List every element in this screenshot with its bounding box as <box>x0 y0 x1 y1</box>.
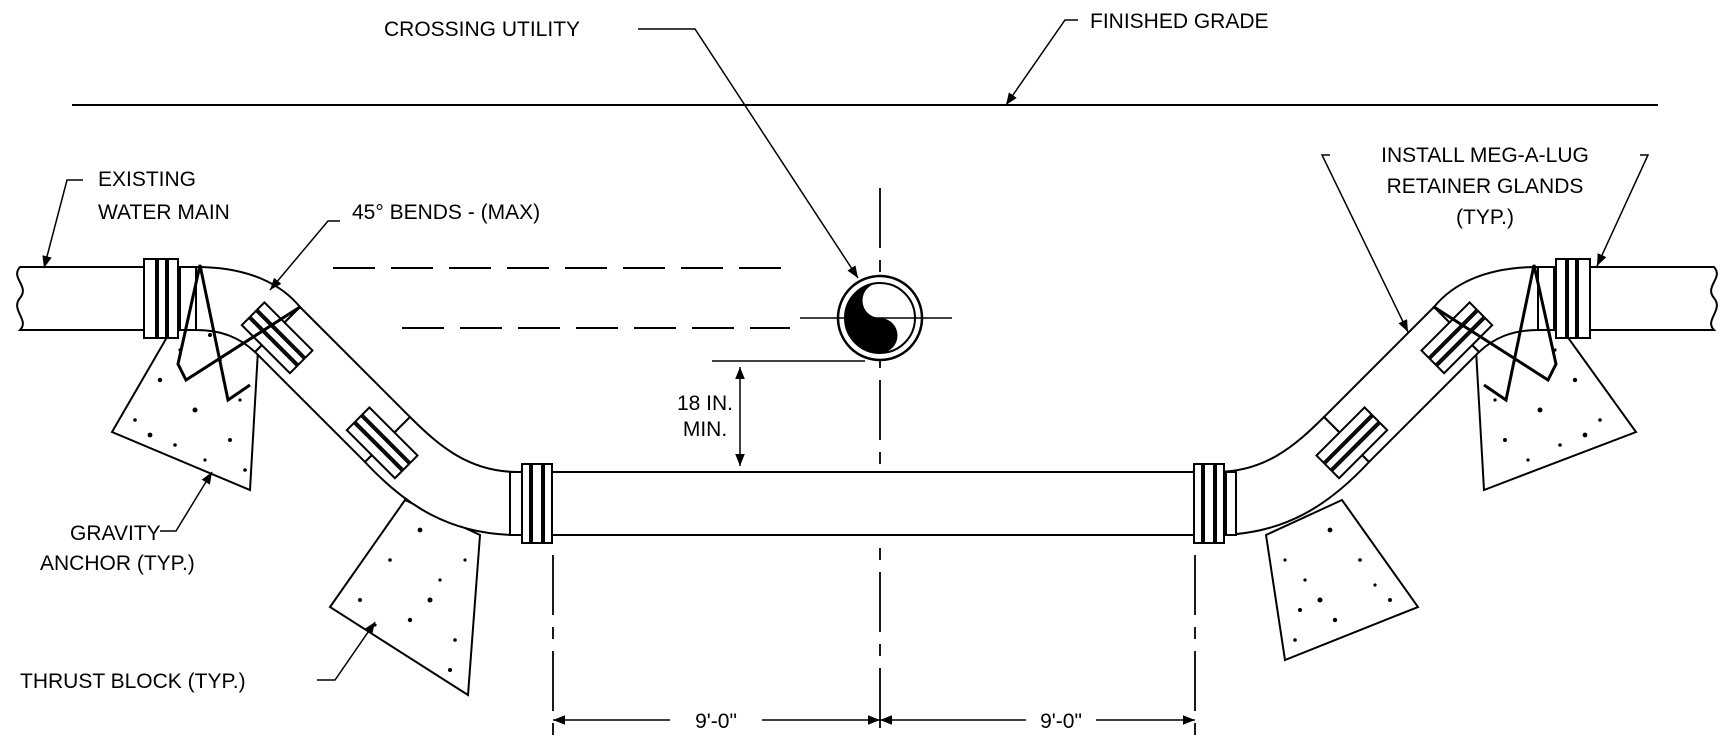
gravity-anchor-right <box>1472 313 1638 492</box>
dim-label-right: 9'-0" <box>1040 710 1082 733</box>
joint-right-main <box>1537 258 1591 339</box>
joint-left-horizontal <box>509 463 553 544</box>
joint-right-bend-bottom <box>1315 406 1389 480</box>
meg-a-lug-label-1: INSTALL MEG-A-LUG <box>1381 144 1589 167</box>
bends-label: 45° BENDS - (MAX) <box>352 201 540 224</box>
crossing-utility-label: CROSSING UTILITY <box>384 18 580 41</box>
joint-right-horizontal <box>1193 463 1237 544</box>
gravity-anchor-left <box>110 313 262 492</box>
crossing-utility-leader <box>638 28 859 279</box>
existing-water-main-left <box>16 266 153 331</box>
meg-a-lug-label-3: (TYP.) <box>1456 206 1514 229</box>
existing-water-main-leader <box>42 179 83 269</box>
existing-water-main-label-2: WATER MAIN <box>98 201 230 224</box>
gravity-anchor-leader <box>160 471 213 532</box>
meg-a-lug-leader-right <box>1596 154 1650 267</box>
thrust-block-left <box>328 498 482 697</box>
finished-grade-label: FINISHED GRADE <box>1090 10 1269 33</box>
joint-left-bend-bottom <box>345 406 419 480</box>
existing-water-main-label-1: EXISTING <box>98 168 196 191</box>
joint-right-bend-top <box>1420 301 1494 375</box>
horizontal-pipe <box>539 471 1196 536</box>
joint-left-main <box>143 258 197 339</box>
thrust-block-label: THRUST BLOCK (TYP.) <box>20 670 246 693</box>
dim-label-left: 9'-0" <box>695 710 737 733</box>
joint-left-bend-top <box>240 301 314 375</box>
meg-a-lug-label-2: RETAINER GLANDS <box>1387 175 1584 198</box>
gravity-anchor-label-1: GRAVITY <box>70 522 161 545</box>
thrust-block-leader <box>317 621 376 681</box>
restraint-left <box>176 264 301 403</box>
clearance-label-line-1: 18 IN. <box>677 392 733 415</box>
bends-leader <box>269 220 340 291</box>
existing-water-main-right <box>1581 266 1718 331</box>
meg-a-lug-leader-left <box>1320 154 1409 333</box>
gravity-anchor-label-2: ANCHOR (TYP.) <box>40 552 195 575</box>
thrust-block-right <box>1264 498 1420 662</box>
crossing-utility-pipe <box>800 274 952 362</box>
clearance-label-line-2: MIN. <box>683 418 727 441</box>
finished-grade-leader <box>1005 19 1078 106</box>
restraint-right <box>1433 264 1558 403</box>
